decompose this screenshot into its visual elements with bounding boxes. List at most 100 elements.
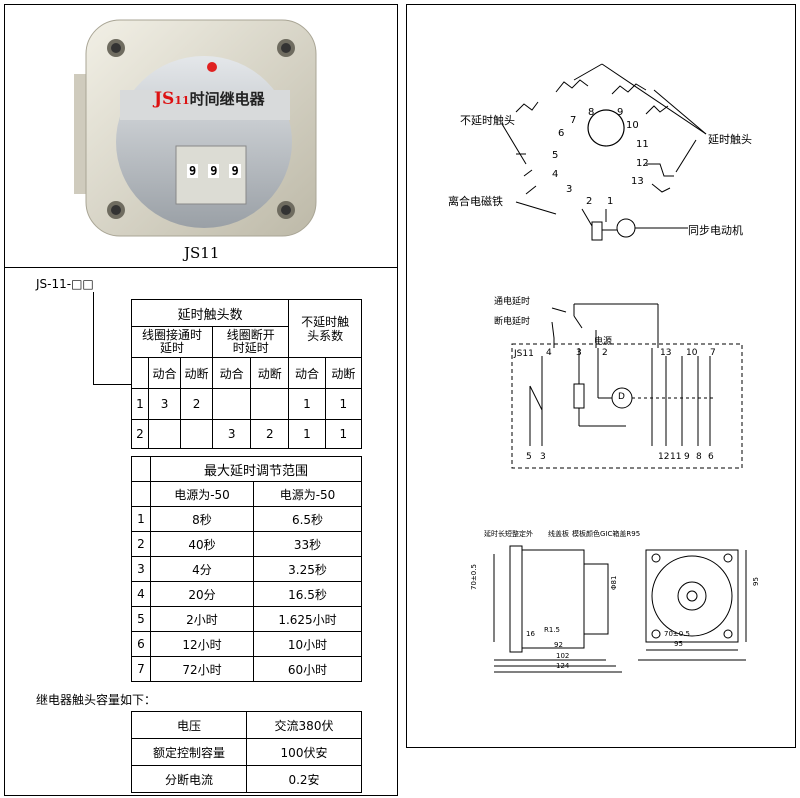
row-id: 2 [131,531,151,557]
product-photo [72,14,322,244]
cell: 0.2安 [246,765,362,793]
cell: 12小时 [150,631,254,657]
dim-95h: 95 [752,577,760,586]
table-row: 1 3 2 1 1 [131,388,363,420]
contact-table: 延时触头数 不延时触头系数 线圈接通时延时 线圈断开时延时 动合 动断 动合 动… [130,299,363,449]
right-panel [406,4,796,748]
pin-label: 12 [658,452,670,462]
row-id: 1 [131,388,149,420]
pin-label: 9 [617,107,624,118]
row-id: 7 [131,656,151,682]
sub-label: 动合 [212,357,252,389]
pin-label: 2 [586,196,593,207]
cell: 3 [212,419,252,449]
circuit-diagram [406,286,796,476]
dim-front-w: 70±0.5 [664,630,690,638]
row-id: 3 [131,556,151,582]
row-id: 4 [131,581,151,607]
cell: 6.5秒 [252,506,363,532]
dial-digit: 9 [229,164,241,178]
cell: 1 [324,388,363,420]
dial-digit: 9 [208,164,220,178]
table-row: 2 3 2 1 1 [131,419,363,449]
label-motor: 同步电动机 [688,224,743,237]
cell: 1.625小时 [252,606,363,632]
dim-left: 70±0.5 [470,564,478,590]
pin-label: 6 [558,128,565,139]
col-a-header: 电源为-50 [150,481,254,507]
cell: 3.25秒 [252,556,363,582]
delay-on-header: 线圈接通时延时 [130,326,214,358]
cell: 电压 [131,711,247,739]
label-power: 电源 [594,337,613,347]
cell: 交流380伏 [246,711,362,739]
pin-label: 2 [602,348,608,358]
cell: 60小时 [252,656,363,682]
pin-label: 11 [670,452,682,462]
cell: 100伏安 [246,738,362,766]
dial-digit: 9 [187,164,199,178]
cell: 1 [324,419,363,449]
dim-16: 16 [526,630,535,638]
row-id: 1 [131,506,151,532]
sub-label: 动断 [180,357,214,389]
pin-label: 7 [570,115,577,126]
pin-label: 8 [696,452,702,462]
dim-phi: Φ81 [610,575,618,590]
face-title-text: 时间继电器 [189,90,265,108]
model-code: JS-11-□□ [36,277,94,291]
dim-102: 102 [556,652,570,660]
blank-cell [131,357,149,389]
instant-header: 不延时触头系数 [288,299,362,358]
dim-92: 92 [554,641,563,649]
face-title: JS11时间继电器 [154,88,265,109]
row-id: 5 [131,606,151,632]
cell: 分断电流 [131,765,247,793]
face-brand: JS [154,89,175,109]
dial-digits: 9 9 9 [187,164,241,178]
dim-label-a: 延时长短整定外 [484,530,533,538]
pin-label: 9 [684,452,690,462]
cell: 20分 [150,581,254,607]
cell: 2 [250,419,290,449]
cell: 10小时 [252,631,363,657]
pin-label: 1 [607,196,614,207]
face-brand-sub: 11 [174,94,190,107]
cell: 1 [288,388,326,420]
pin-label: 3 [540,452,546,462]
cell [250,388,290,420]
pin-label: 13 [660,348,672,358]
pin-label: 3 [566,184,573,195]
blank-cell [131,456,151,482]
table-row: 电压交流380伏 [131,711,362,739]
dim-124: 124 [556,662,570,670]
label-off-delay: 断电延时 [494,317,531,327]
capacity-heading: 继电器触头容量如下： [36,693,157,707]
pin-label: 4 [552,169,559,180]
cell: 33秒 [252,531,363,557]
label-instant: 不延时触头 [460,114,515,127]
label-model: JS11 [514,349,534,359]
pin-label: 11 [636,139,649,150]
cell [180,419,214,449]
pin-label: 6 [708,452,714,462]
dim-r: R1.5 [544,626,560,634]
dim-label-b: 线盖板 [548,530,569,538]
cell: 2 [180,388,214,420]
left-panel [4,4,398,796]
pin-label: 4 [546,348,552,358]
cell: 4分 [150,556,254,582]
blank-cell [131,481,151,507]
pin-label: 3 [576,348,582,358]
wiring-diagram [406,4,796,264]
delay-header: 延时触头数 [130,299,290,327]
sub-label: 动合 [147,357,182,389]
label-on-delay: 通电延时 [494,297,531,307]
product-caption: JS11 [184,244,220,262]
